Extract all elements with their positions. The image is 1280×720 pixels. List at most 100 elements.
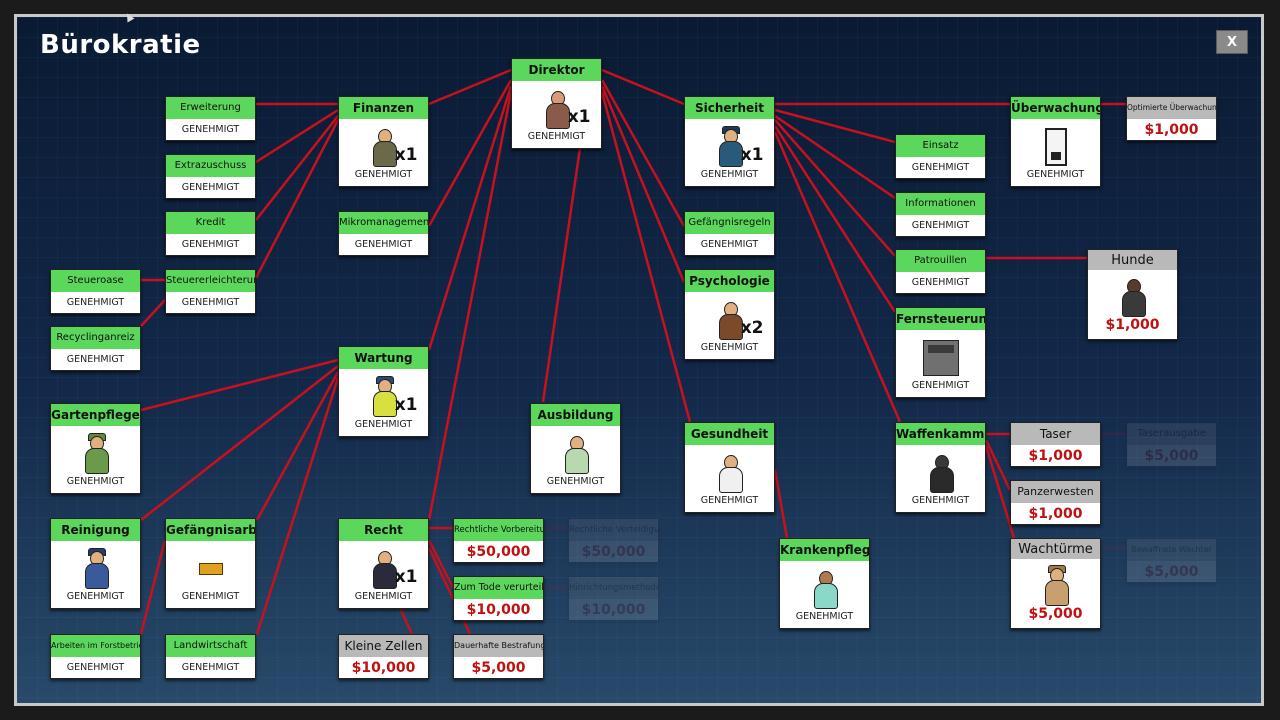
node-waffenkammer[interactable]: Waffenkammer GENEHMIGT [895, 422, 986, 513]
node-recht[interactable]: Recht x1 GENEHMIGT [338, 518, 429, 609]
node-direktor[interactable]: Direktor x1 GENEHMIGT [511, 58, 602, 149]
node-price: $10,000 [351, 659, 416, 676]
node-status: GENEHMIGT [354, 419, 413, 430]
node-price: $50,000 [581, 543, 646, 560]
armoury-guard-icon [911, 451, 971, 495]
node-reinigung[interactable]: Reinigung GENEHMIGT [50, 518, 141, 609]
node-label: Überwachung [1011, 97, 1100, 119]
node-price: $5,000 [1144, 447, 1199, 464]
node-fernsteuerung[interactable]: Fernsteuerung GENEHMIGT [895, 307, 986, 398]
node-label: Sicherheit [685, 97, 774, 119]
work-icon [181, 547, 241, 591]
node-gesundheit[interactable]: Gesundheit GENEHMIGT [684, 422, 775, 513]
node-panzerwesten[interactable]: Panzerwesten $1,000 [1010, 480, 1101, 525]
node-kredit[interactable]: Kredit GENEHMIGT [165, 211, 256, 256]
node-optimierte-ueberwachung[interactable]: Optimierte Überwachung $1,000 [1126, 96, 1217, 141]
node-label: Zum Tode verurteilt [454, 577, 543, 599]
node-price: $5,000 [1144, 563, 1199, 580]
node-verteidigung: Rechtliche Verteidigung $50,000 [568, 518, 659, 563]
door-control-icon [911, 336, 971, 380]
node-ausbildung[interactable]: Ausbildung GENEHMIGT [530, 403, 621, 494]
node-erweiterung[interactable]: Erweiterung GENEHMIGT [165, 96, 256, 141]
node-bestrafungen[interactable]: Dauerhafte Bestrafungen $5,000 [453, 634, 544, 679]
node-price: $10,000 [466, 601, 531, 618]
close-button[interactable]: X [1216, 30, 1248, 54]
node-ueberwachung[interactable]: Überwachung GENEHMIGT [1010, 96, 1101, 187]
node-price: $1,000 [1105, 317, 1160, 333]
node-gartenpflege[interactable]: Gartenpflege GENEHMIGT [50, 403, 141, 494]
node-label: Wachtürme [1011, 539, 1100, 560]
node-bewaffnete-waechter: Bewaffnete Wächter $5,000 [1126, 538, 1217, 583]
node-steueroase[interactable]: Steueroase GENEHMIGT [50, 269, 141, 314]
node-status: GENEHMIGT [546, 476, 605, 487]
node-status: GENEHMIGT [700, 495, 759, 506]
node-forstbetrieb[interactable]: Arbeiten im Forstbetrieb GENEHMIGT [50, 634, 141, 679]
staff-count: x1 [740, 145, 764, 165]
node-recyclinganreiz[interactable]: Recyclinganreiz GENEHMIGT [50, 326, 141, 371]
node-label: Arbeiten im Forstbetrieb [51, 635, 140, 657]
cctv-icon [1026, 125, 1086, 169]
node-price: $1,000 [1028, 447, 1083, 464]
node-status: GENEHMIGT [700, 239, 759, 250]
node-label: Optimierte Überwachung [1127, 97, 1216, 119]
doctor-icon [700, 451, 760, 495]
node-label: Recyclinganreiz [51, 327, 140, 349]
node-label: Recht [339, 519, 428, 541]
node-kleine-zellen[interactable]: Kleine Zellen $10,000 [338, 634, 429, 679]
accountant-icon: x1 [354, 125, 418, 169]
node-gefaengnisarbeit[interactable]: Gefängnisarbeit GENEHMIGT [165, 518, 256, 609]
director-icon: x1 [527, 87, 591, 131]
node-status: GENEHMIGT [181, 297, 240, 308]
node-wartung[interactable]: Wartung x1 GENEHMIGT [338, 346, 429, 437]
node-informationen[interactable]: Informationen GENEHMIGT [895, 192, 986, 237]
nurse-icon [795, 567, 855, 611]
node-label: Psychologie [685, 270, 774, 292]
node-status: GENEHMIGT [911, 495, 970, 506]
node-status: GENEHMIGT [911, 220, 970, 231]
node-patrouillen[interactable]: Patrouillen GENEHMIGT [895, 249, 986, 294]
foreman-icon: x1 [354, 375, 418, 419]
staff-count: x1 [394, 567, 418, 587]
node-einsatz[interactable]: Einsatz GENEHMIGT [895, 134, 986, 179]
node-label: Gefängnisregeln [685, 212, 774, 234]
node-label: Waffenkammer [896, 423, 985, 445]
node-landwirtschaft[interactable]: Landwirtschaft GENEHMIGT [165, 634, 256, 679]
node-sicherheit[interactable]: Sicherheit x1 GENEHMIGT [684, 96, 775, 187]
node-status: GENEHMIGT [181, 591, 240, 602]
node-psychologie[interactable]: Psychologie x2 GENEHMIGT [684, 269, 775, 360]
node-label: Panzerwesten [1011, 481, 1100, 503]
node-hunde[interactable]: Hunde $1,000 [1087, 249, 1178, 340]
node-status: GENEHMIGT [354, 239, 413, 250]
node-label: Reinigung [51, 519, 140, 541]
node-label: Fernsteuerung [896, 308, 985, 330]
node-price: $1,000 [1028, 505, 1083, 522]
node-label: Hunde [1088, 250, 1177, 271]
node-status: GENEHMIGT [354, 169, 413, 180]
page-title: Bürokratie [40, 30, 201, 60]
node-label: Mikromanagement [339, 212, 428, 234]
trainee-icon [546, 432, 606, 476]
node-vorbereitung[interactable]: Rechtliche Vorbereitung $50,000 [453, 518, 544, 563]
node-label: Bewaffnete Wächter [1127, 539, 1216, 561]
node-finanzen[interactable]: Finanzen x1 GENEHMIGT [338, 96, 429, 187]
node-price: $5,000 [471, 659, 526, 676]
node-todesurteil[interactable]: Zum Tode verurteilt $10,000 [453, 576, 544, 621]
staff-count: x1 [394, 145, 418, 165]
node-krankenpfleger[interactable]: Krankenpfleger GENEHMIGT [779, 538, 870, 629]
staff-count: x1 [394, 395, 418, 415]
node-status: GENEHMIGT [66, 476, 125, 487]
node-label: Dauerhafte Bestrafungen [454, 635, 543, 657]
node-steuererleichterung[interactable]: Steuererleichterung GENEHMIGT [165, 269, 256, 314]
node-gefaengnisregeln[interactable]: Gefängnisregeln GENEHMIGT [684, 211, 775, 256]
janitor-icon [66, 547, 126, 591]
node-label: Direktor [512, 59, 601, 81]
node-label: Rechtliche Verteidigung [569, 519, 658, 541]
node-mikromanagement[interactable]: Mikromanagement GENEHMIGT [338, 211, 429, 256]
dog-handler-icon [1103, 276, 1163, 317]
node-status: GENEHMIGT [66, 591, 125, 602]
node-wachtuerme[interactable]: Wachtürme $5,000 [1010, 538, 1101, 629]
node-label: Steuererleichterung [166, 270, 255, 292]
node-taser[interactable]: Taser $1,000 [1010, 422, 1101, 467]
staff-count: x2 [740, 318, 764, 338]
node-extrazuschuss[interactable]: Extrazuschuss GENEHMIGT [165, 154, 256, 199]
